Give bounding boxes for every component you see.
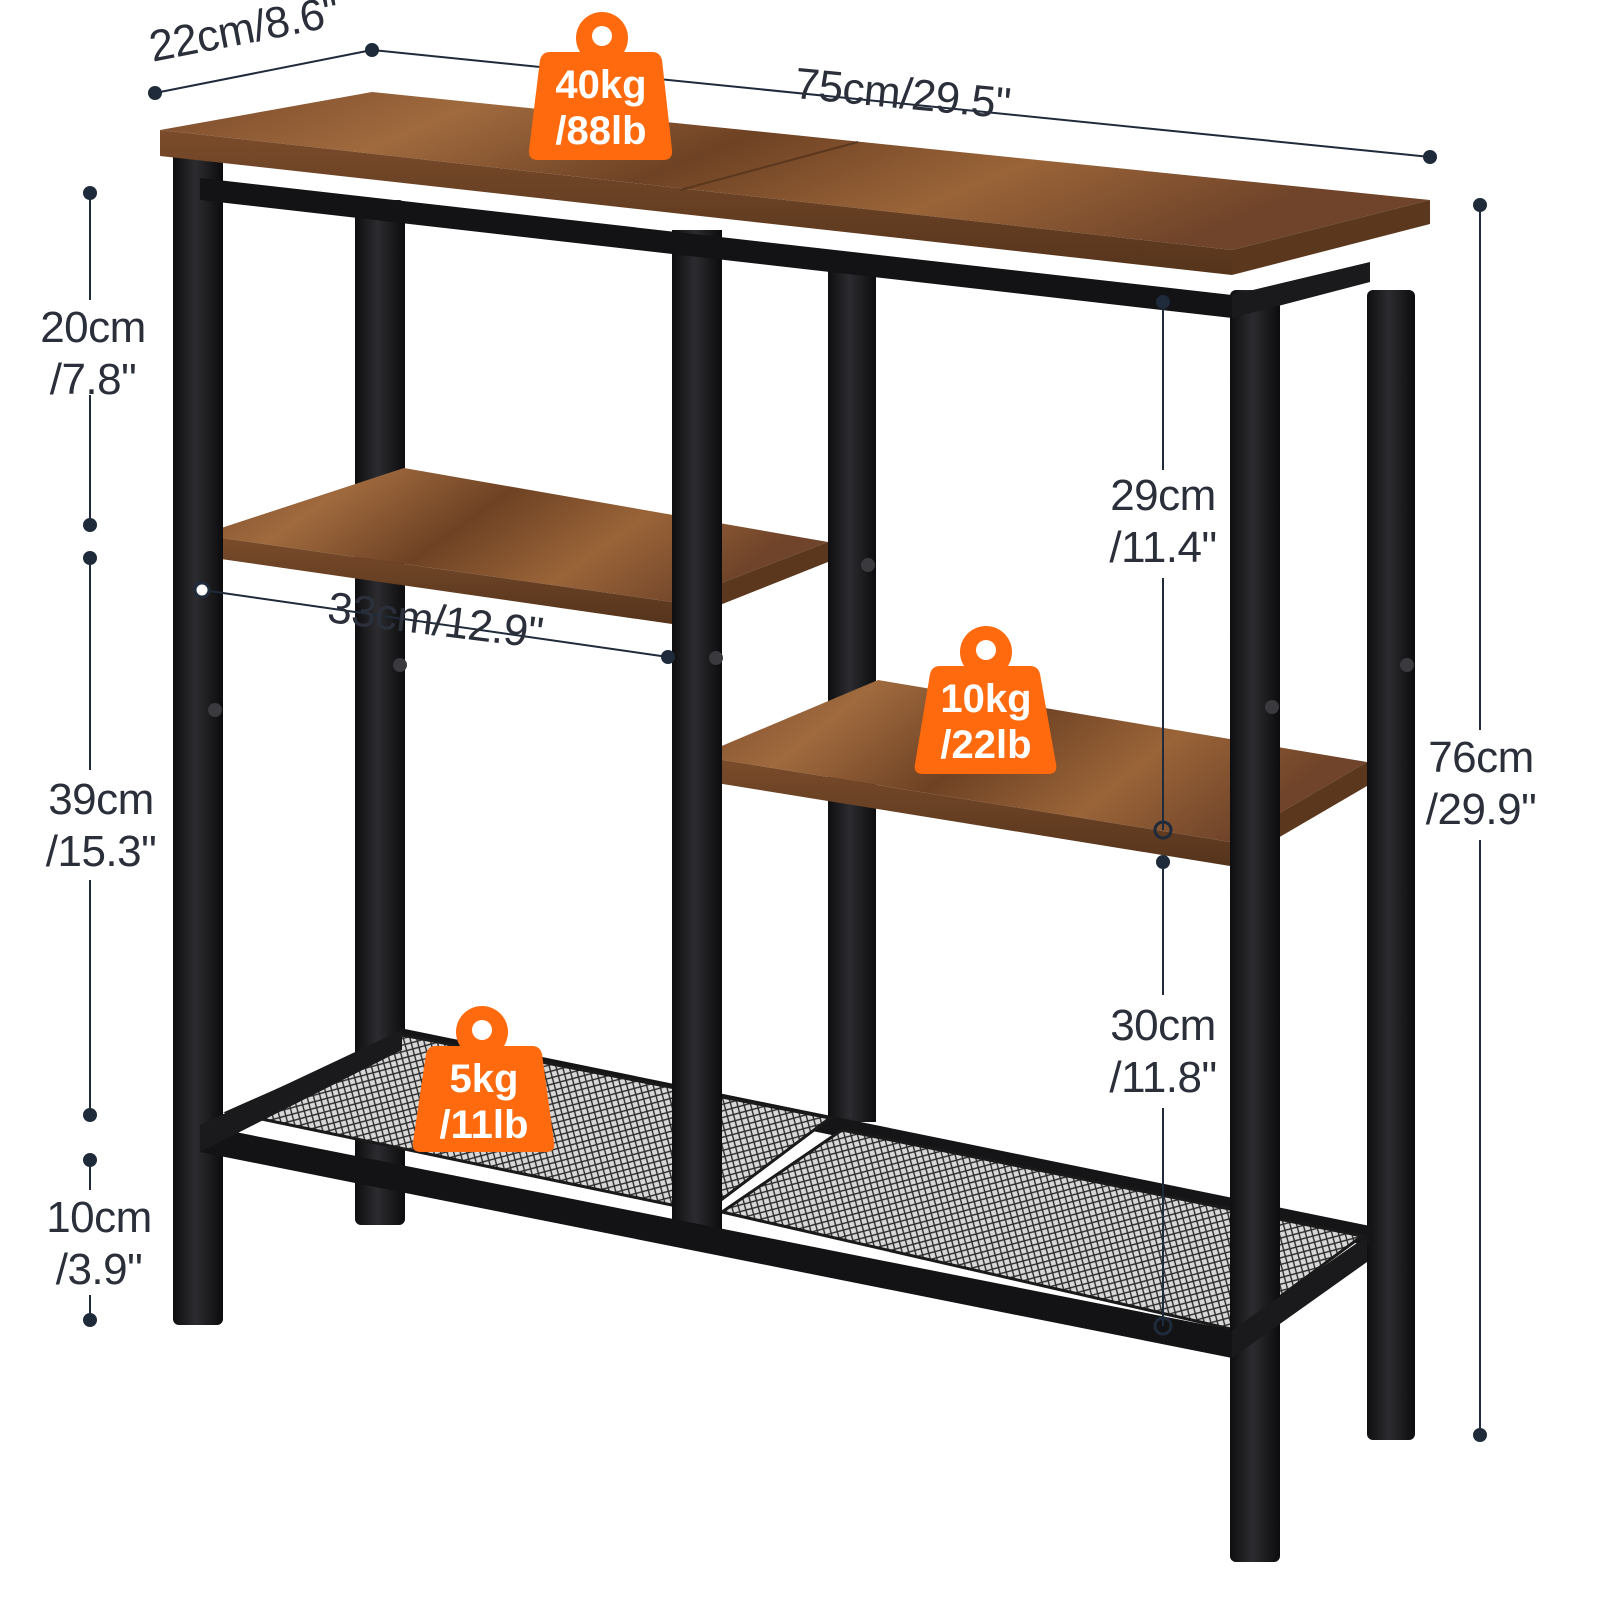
top-front-rail [200,178,1232,318]
leg-height-line2: /3.9" [55,1245,143,1294]
total-height-label: 76cm /29.9" [1416,732,1546,836]
bottom-front-rail [200,1125,1232,1358]
weight-tag-icon [412,1006,555,1152]
middle-shelf-load-badge: 10kg /22lb [918,676,1054,768]
top-gap-label: 20cm /7.8" [28,302,158,406]
right-lower-gap-line2: /11.8" [1109,1053,1217,1102]
bottom-side-rail [1232,1236,1367,1358]
front-leg-left [173,150,223,1325]
middle-gap-label: 39cm /15.3" [36,774,166,878]
bottom-shelf-load-badge: 5kg /11lb [416,1056,552,1148]
top-load-line2: /88lb [555,109,647,153]
middle-shelf-load-line1: 10kg [940,677,1032,721]
shelf-width-line [201,589,669,658]
middle-gap-line1: 39cm [48,775,154,824]
back-leg-left [355,200,405,1225]
total-height-line1: 76cm [1428,733,1534,782]
right-upper-gap-line1: 29cm [1110,471,1216,520]
total-height-line2: /29.9" [1425,785,1537,834]
weight-tag-icon [528,12,673,160]
mesh-right [718,1128,1366,1332]
front-leg-middle [672,230,722,1245]
top-gap-line2: /7.8" [49,355,137,404]
front-frame [173,150,1414,1562]
middle-shelf-load-line2: /22lb [940,723,1032,767]
middle-left-shelf [200,468,828,624]
right-upper-gap-line2: /11.4" [1109,523,1217,572]
depth-line [154,49,373,94]
bottom-shelf-load-line1: 5kg [449,1057,519,1101]
dimension-lines [83,43,1487,1442]
front-leg-right [1230,290,1280,1562]
middle-gap-line2: /15.3" [45,827,157,876]
right-lower-gap-label: 30cm /11.8" [1096,1000,1230,1104]
top-load-line1: 40kg [555,63,647,107]
leg-height-label: 10cm /3.9" [34,1192,164,1296]
bottom-shelf-load-line2: /11lb [439,1103,529,1147]
right-lower-gap-line1: 30cm [1110,1001,1216,1050]
top-side-rail [1232,262,1370,318]
back-leg-right [1367,290,1415,1440]
top-load-badge: 40kg /88lb [534,62,668,154]
top-gap-line1: 20cm [40,303,146,352]
leg-height-line1: 10cm [46,1193,152,1242]
right-upper-gap-label: 29cm /11.4" [1096,470,1230,574]
bottom-left-side-rail [200,1030,402,1152]
weight-tag-icon [914,626,1057,774]
tabletop [160,92,1430,275]
